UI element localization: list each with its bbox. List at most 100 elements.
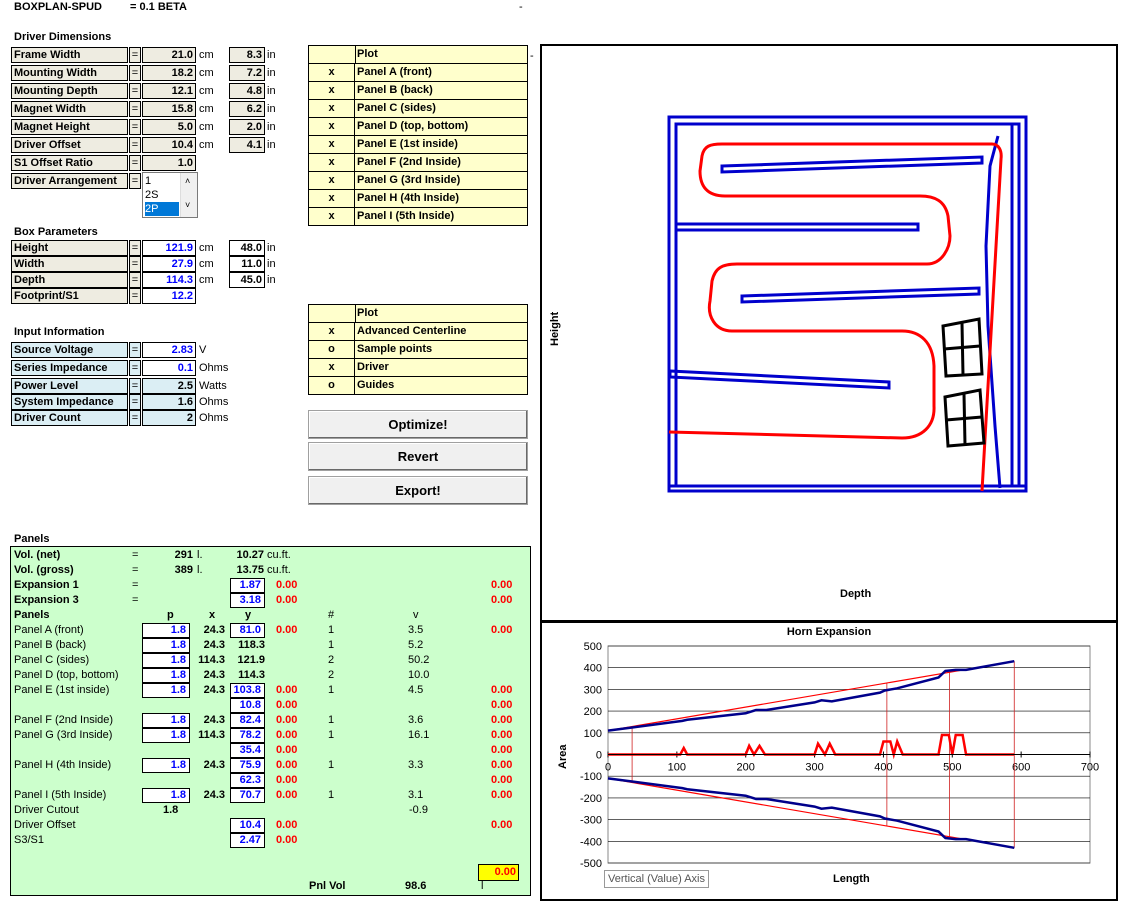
expansion1-label: Expansion 1 bbox=[14, 579, 79, 591]
panel-p-input[interactable]: 1.8 bbox=[142, 638, 190, 653]
plot-toggle-mark[interactable]: x bbox=[309, 64, 355, 81]
box-row-label: Footprint/S1 bbox=[11, 288, 128, 304]
box-value-in: 48.0 bbox=[229, 240, 265, 256]
plot-row-label: Panel E (1st inside) bbox=[357, 138, 458, 150]
box-value[interactable]: 27.9 bbox=[142, 256, 196, 272]
plot-dash: - bbox=[530, 50, 534, 62]
panel-p-input[interactable]: 1.8 bbox=[142, 668, 190, 683]
chevron-down-icon[interactable]: ˅ bbox=[185, 200, 191, 210]
unit-cm: cm bbox=[199, 121, 214, 133]
input-value[interactable]: 2.83 bbox=[142, 342, 196, 358]
x-tick-label: 0 bbox=[605, 762, 611, 774]
chevron-up-icon[interactable]: ˄ bbox=[185, 176, 191, 186]
arrangement-option-selected[interactable]: 2P bbox=[145, 202, 179, 216]
plot-toggle-mark[interactable]: x bbox=[309, 82, 355, 99]
box-value[interactable]: 121.9 bbox=[142, 240, 196, 256]
driver-value-cm[interactable]: 12.1 bbox=[142, 83, 196, 99]
driver-value-cm[interactable]: 18.2 bbox=[142, 65, 196, 81]
input-value[interactable]: 0.1 bbox=[142, 360, 196, 376]
box-value[interactable]: 114.3 bbox=[142, 272, 196, 288]
panel-count: 1 bbox=[328, 729, 335, 741]
plot-toggle-mark[interactable]: x bbox=[309, 100, 355, 117]
driver-offset-input[interactable]: 10.4 bbox=[230, 818, 265, 833]
panel-y-input[interactable]: 35.4 bbox=[230, 743, 265, 758]
x-tick-label: 100 bbox=[668, 762, 686, 774]
plot-row-label: Sample points bbox=[357, 343, 433, 355]
inner-wall bbox=[674, 122, 1021, 488]
plot-toggle-mark[interactable]: x bbox=[309, 136, 355, 153]
unit-in: in bbox=[267, 274, 276, 286]
panel-y-input[interactable]: 82.4 bbox=[230, 713, 265, 728]
s3s1-input[interactable]: 2.47 bbox=[230, 833, 265, 848]
driver-value-cm[interactable]: 5.0 bbox=[142, 119, 196, 135]
series-line bbox=[607, 659, 1015, 732]
plot-toggle-mark[interactable]: x bbox=[309, 323, 355, 340]
panel-p-input[interactable]: 1.8 bbox=[142, 713, 190, 728]
vol-gross-liters: 389 bbox=[174, 564, 193, 576]
plot-toggle-mark[interactable]: x bbox=[309, 118, 355, 135]
input-value: 2 bbox=[142, 410, 196, 426]
panel-y-input[interactable]: 75.9 bbox=[230, 758, 265, 773]
arrangement-option[interactable]: 2S bbox=[145, 189, 159, 201]
export-button[interactable]: Export! bbox=[308, 476, 528, 505]
box-value[interactable]: 12.2 bbox=[142, 288, 196, 304]
plot-toggle-mark[interactable]: o bbox=[309, 377, 355, 394]
panel-y-input[interactable]: 62.3 bbox=[230, 773, 265, 788]
panel-y-input[interactable]: 70.7 bbox=[230, 788, 265, 803]
panels-table: Vol. (net) = 291 l. 10.27 cu.ft. Vol. (g… bbox=[10, 546, 531, 896]
panel-p-input[interactable]: 1.8 bbox=[142, 683, 190, 698]
expansion1-input[interactable]: 1.87 bbox=[230, 578, 265, 593]
plot-toggle-mark[interactable]: o bbox=[309, 341, 355, 358]
plot-toggle-mark[interactable]: x bbox=[309, 359, 355, 376]
panel-y-input[interactable]: 78.2 bbox=[230, 728, 265, 743]
panel-p-input[interactable]: 1.8 bbox=[142, 728, 190, 743]
expansion3-error: 0.00 bbox=[276, 594, 298, 606]
col-header-count: # bbox=[328, 609, 335, 621]
panel-p-input[interactable]: 1.8 bbox=[142, 758, 190, 773]
panel-p-input[interactable]: 1.8 bbox=[142, 788, 190, 803]
panel-p-input[interactable]: 1.8 bbox=[142, 653, 190, 668]
panel-y-input[interactable]: 103.8 bbox=[230, 683, 265, 698]
panel-p-input[interactable]: 1.8 bbox=[142, 623, 190, 638]
plot-toggle-mark[interactable]: x bbox=[309, 190, 355, 207]
panel-y-input[interactable]: 81.0 bbox=[230, 623, 265, 638]
panel-error: 0.00 bbox=[276, 744, 298, 756]
plot-toggle-mark[interactable]: x bbox=[309, 172, 355, 189]
unit-in: in bbox=[267, 103, 276, 115]
listbox-scrollbar[interactable]: ˄ ˅ bbox=[180, 173, 197, 217]
driver-value-cm[interactable]: 15.8 bbox=[142, 101, 196, 117]
plot-toggle-mark[interactable]: x bbox=[309, 154, 355, 171]
input-unit: Watts bbox=[199, 380, 227, 392]
plot-toggle-mark[interactable]: x bbox=[309, 208, 355, 225]
y-tick-label: 300 bbox=[584, 684, 602, 696]
equals-sign: = bbox=[129, 272, 141, 288]
driver-value-cm[interactable]: 21.0 bbox=[142, 47, 196, 63]
driver-value-cm[interactable]: 10.4 bbox=[142, 137, 196, 153]
revert-button[interactable]: Revert bbox=[308, 442, 528, 471]
driver-arrangement-listbox[interactable]: 1 2S 2P ˄ ˅ bbox=[142, 172, 198, 218]
panel-v: 5.2 bbox=[408, 639, 424, 651]
arrangement-option[interactable]: 1 bbox=[145, 175, 152, 187]
driver-value[interactable]: 1.0 bbox=[142, 155, 196, 171]
box-plot-frame[interactable]: Depth Height bbox=[540, 44, 1118, 622]
optimize-button[interactable]: Optimize! bbox=[308, 410, 528, 439]
expansion3-input[interactable]: 3.18 bbox=[230, 593, 265, 608]
y-tick-label: 400 bbox=[584, 663, 602, 675]
panel-y-input[interactable]: 10.8 bbox=[230, 698, 265, 713]
panel-count: 1 bbox=[328, 789, 335, 801]
